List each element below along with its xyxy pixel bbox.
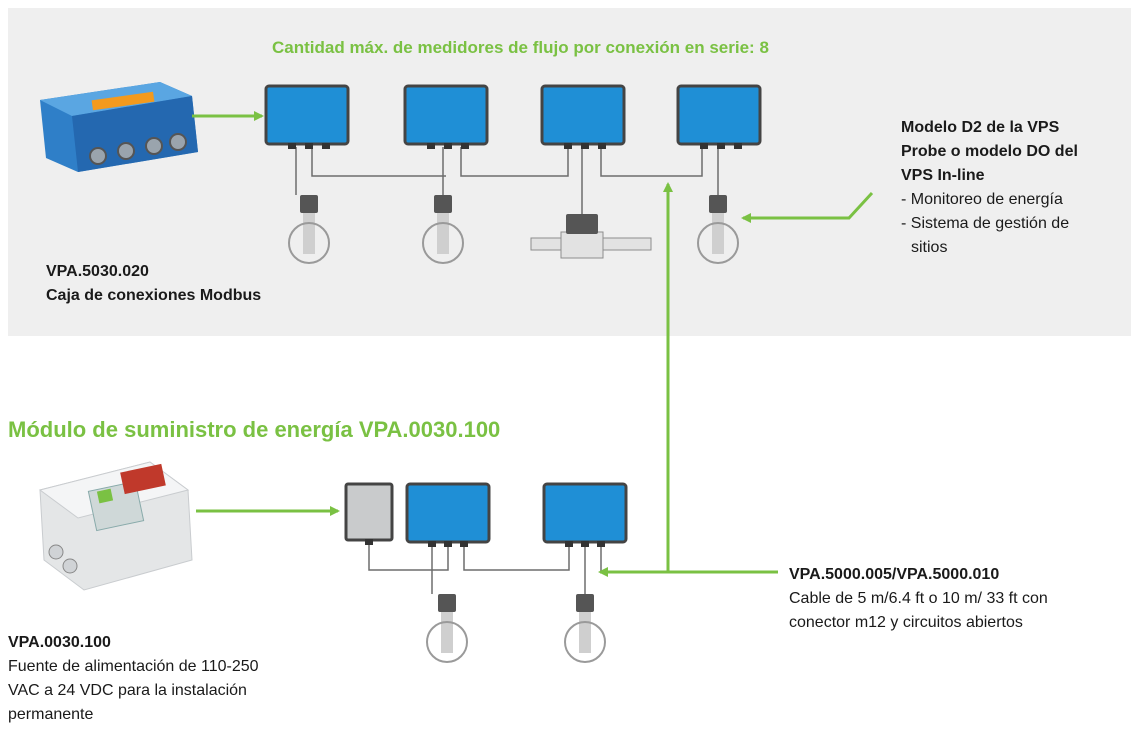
vps-models-item: - Monitoreo de energía xyxy=(901,191,1063,208)
junction-box-label: VPA.5030.020 Caja de conexiones Modbus xyxy=(46,260,261,308)
power-supply-label: VPA.0030.100 Fuente de alimentación de 1… xyxy=(8,631,259,727)
bottom-bus-lines xyxy=(368,540,602,594)
vps-models-title-line: Probe o modelo DO del xyxy=(901,143,1078,160)
power-supply-code: VPA.0030.100 xyxy=(8,634,111,651)
junction-box-code: VPA.5030.020 xyxy=(46,263,149,280)
power-supply-box-image xyxy=(38,461,193,591)
flow-meter-1 xyxy=(264,84,350,149)
arrow-vps-callout xyxy=(741,191,874,223)
power-supply-description-line: permanente xyxy=(8,706,94,723)
power-supply-description-line: VAC a 24 VDC para la instalación xyxy=(8,682,247,699)
cable-label: VPA.5000.005/VPA.5000.010 Cable de 5 m/6… xyxy=(789,563,1048,635)
vps-models-title-line: Modelo D2 de la VPS xyxy=(901,119,1060,136)
max-meters-title: Cantidad máx. de medidores de flujo por … xyxy=(272,38,769,57)
vps-models-title-line: VPS In-line xyxy=(901,167,985,184)
probe-sensor-5 xyxy=(426,594,468,663)
vps-models-list: - Monitoreo de energía - Sistema de gest… xyxy=(901,188,1078,260)
probe-sensor-6 xyxy=(564,594,606,663)
probe-sensor-1 xyxy=(288,195,330,264)
probe-sensor-2 xyxy=(422,195,464,264)
power-module-title: Módulo de suministro de energía VPA.0030… xyxy=(8,417,501,442)
vps-models-item: sitios xyxy=(911,239,948,256)
flow-meter-6 xyxy=(542,482,628,547)
modbus-junction-box-image xyxy=(40,82,198,172)
flow-meter-2 xyxy=(403,84,489,149)
inline-sensor xyxy=(530,214,652,259)
flow-meter-5 xyxy=(405,482,491,547)
vps-models-label: Modelo D2 de la VPS Probe o modelo DO de… xyxy=(901,116,1078,260)
probe-sensor-4 xyxy=(697,195,739,264)
power-supply-module xyxy=(344,482,394,545)
power-supply-description-line: Fuente de alimentación de 110-250 xyxy=(8,658,259,675)
flow-meter-4 xyxy=(676,84,762,149)
cable-description-line: Cable de 5 m/6.4 ft o 10 m/ 33 ft con xyxy=(789,590,1048,607)
flow-meter-3 xyxy=(540,84,626,149)
junction-box-name: Caja de conexiones Modbus xyxy=(46,287,262,304)
cable-description-line: conector m12 y circuitos abiertos xyxy=(789,614,1023,631)
top-panel-background xyxy=(8,8,1131,336)
top-bus-lines xyxy=(295,147,719,220)
vps-models-item: - Sistema de gestión de xyxy=(901,215,1070,232)
cable-code: VPA.5000.005/VPA.5000.010 xyxy=(789,566,1000,583)
